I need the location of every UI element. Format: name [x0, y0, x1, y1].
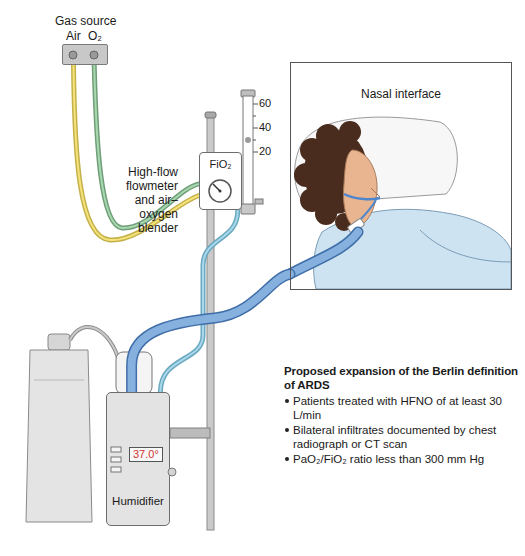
tube-fill	[132, 274, 290, 392]
tube-fill	[160, 210, 237, 392]
fio2-label: FiO₂	[200, 157, 241, 171]
blender-dial-part	[213, 184, 220, 191]
heated-breathing-tube	[132, 274, 290, 392]
tube-inside-frame-part	[290, 232, 358, 274]
patient-part-part	[315, 203, 337, 225]
tube-fill	[74, 65, 200, 240]
criteria-item: PaO₂/FiO₂ ratio less than 300 mm Hg	[284, 452, 522, 466]
tube-outline	[74, 65, 200, 240]
tube-outline	[160, 210, 237, 392]
patient-part-part	[339, 121, 361, 143]
source-label: Gas source	[55, 14, 116, 28]
water-bag-part	[70, 327, 120, 364]
flowmeter-tube-part	[245, 137, 251, 143]
humidifier-chamber-part	[170, 428, 210, 438]
humidifier-controls	[111, 447, 176, 476]
patient	[294, 117, 511, 289]
blender-dial-part	[219, 190, 222, 193]
flowmeter-tube-part	[253, 128, 258, 129]
scale-number: 40	[259, 121, 271, 134]
blender-dial-part	[209, 180, 231, 202]
tube-inside-frame	[290, 232, 358, 274]
gas-label: O₂	[88, 29, 102, 43]
water-bag-part	[34, 380, 84, 381]
patient-part	[420, 230, 511, 262]
flowmeter-tube-part	[253, 104, 258, 105]
temperature-display: 37.0°	[129, 447, 163, 462]
water-bag-part	[26, 350, 92, 522]
criteria-item: Bilateral infiltrates documented by ches…	[284, 423, 522, 451]
iv-pole-part	[205, 112, 216, 118]
scale-number: 60	[259, 97, 271, 110]
water-bag-part	[48, 334, 70, 350]
air-hose	[74, 65, 200, 240]
humidifier-controls-part	[168, 468, 176, 476]
patient-part-part	[316, 124, 340, 148]
frame-title: Nasal interface	[291, 87, 511, 101]
tube-outline	[132, 274, 290, 392]
gas-outlets-part	[90, 51, 98, 59]
device-label: High-flow flowmeter and air–oxygen blend…	[106, 165, 178, 235]
flowmeter-tube-part	[253, 140, 256, 141]
patient-frame: Nasal interface	[290, 62, 512, 290]
flowmeter-tube-part	[241, 204, 255, 214]
air-oxygen-blender: High-flow flowmeter and air–oxygen blend…	[199, 152, 242, 210]
criteria-item: Patients treated with HFNO of at least 3…	[284, 394, 522, 422]
criteria-heading: Proposed expansion of the Berlin definit…	[284, 364, 522, 392]
humidifier-controls-part	[111, 467, 121, 472]
flowmeter-tube-part	[255, 199, 263, 204]
humidifier-unit: 37.0° Humidifier	[106, 392, 170, 526]
flowmeter-tube-part	[253, 116, 256, 117]
water-bag-part	[70, 327, 120, 364]
blender-dial	[209, 180, 231, 202]
flowmeter-tube-part	[243, 96, 253, 206]
patient-part-part	[294, 163, 318, 187]
gas-label: Air	[66, 29, 81, 43]
gas-outlet-plate: Gas sourceAirO₂	[62, 44, 108, 65]
gas-outlets	[69, 51, 98, 59]
device-label: Humidifier	[107, 494, 169, 508]
scale-number: 20	[259, 145, 271, 158]
tube-inside-frame-part	[290, 232, 358, 274]
blender-to-humidifier-tube	[160, 210, 237, 392]
patient-part	[344, 194, 380, 199]
humidifier-controls-part	[111, 457, 121, 462]
gas-outlets-part	[69, 51, 77, 59]
criteria-block: Proposed expansion of the Berlin definit…	[284, 364, 522, 467]
humidifier-controls-part	[111, 447, 121, 452]
flowmeter-tube-part	[253, 152, 258, 153]
